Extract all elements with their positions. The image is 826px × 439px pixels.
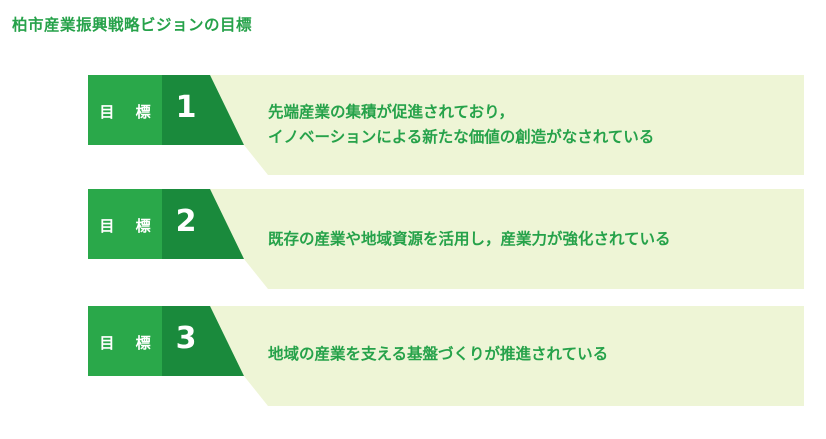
goal-1: 目 標 1 先端産業の集積が促進されており， イノベーションによる新たな価値の創… bbox=[0, 75, 826, 175]
goal-1-label-badge bbox=[88, 75, 162, 145]
goal-2-number-badge bbox=[162, 189, 244, 259]
goal-3-text-line-1: 地域の産業を支える基盤づくりが推進されている bbox=[268, 345, 609, 363]
goal-2-label-badge bbox=[88, 189, 162, 259]
goal-2-text: 既存の産業や地域資源を活用し，産業力が強化されている bbox=[268, 227, 788, 252]
goal-2-number: 2 bbox=[175, 204, 197, 239]
goal-1-label: 目 標 bbox=[99, 103, 159, 121]
goal-3-shapes bbox=[88, 306, 804, 406]
goal-2-label: 目 標 bbox=[99, 217, 159, 235]
goal-1-text: 先端産業の集積が促進されており， イノベーションによる新たな価値の創造がなされて… bbox=[268, 100, 788, 150]
goal-1-number: 1 bbox=[175, 90, 197, 125]
goal-3-text-panel bbox=[210, 306, 804, 406]
goal-1-text-line-2: イノベーションによる新たな価値の創造がなされている bbox=[268, 128, 655, 146]
goal-2: 目 標 2 既存の産業や地域資源を活用し，産業力が強化されている bbox=[0, 189, 826, 289]
goal-1-text-line-1: 先端産業の集積が促進されており， bbox=[268, 103, 514, 121]
goal-1-shapes bbox=[88, 75, 804, 175]
page-title: 柏市産業振興戦略ビジョンの目標 bbox=[12, 16, 253, 34]
goal-2-shapes bbox=[88, 189, 804, 289]
goal-1-text-panel bbox=[210, 75, 804, 175]
goal-1-number-badge bbox=[162, 75, 244, 145]
goal-2-text-panel bbox=[210, 189, 804, 289]
goal-3: 目 標 3 地域の産業を支える基盤づくりが推進されている bbox=[0, 306, 826, 406]
goal-2-text-line-1: 既存の産業や地域資源を活用し，産業力が強化されている bbox=[268, 230, 671, 248]
goal-3-number-badge bbox=[162, 306, 244, 376]
goal-3-label: 目 標 bbox=[99, 334, 159, 352]
goal-3-number: 3 bbox=[175, 321, 197, 356]
goal-3-label-badge bbox=[88, 306, 162, 376]
goal-3-text: 地域の産業を支える基盤づくりが推進されている bbox=[268, 342, 788, 367]
